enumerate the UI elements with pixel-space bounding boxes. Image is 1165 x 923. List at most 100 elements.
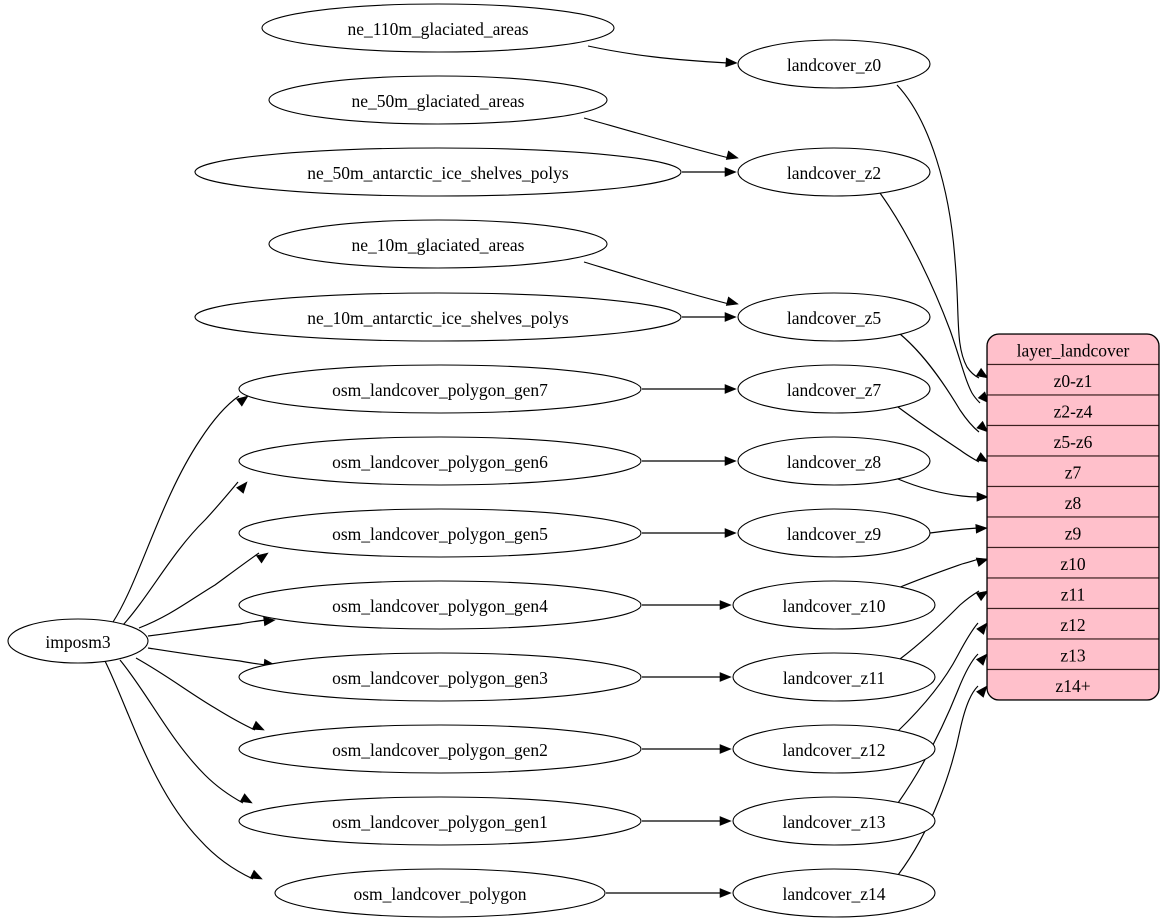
table-row-z13[interactable]: z13 [987, 638, 1159, 671]
node-shape[interactable] [261, 3, 615, 53]
table-row-bg [987, 485, 1159, 518]
node-landcover_z10[interactable]: landcover_z10 [732, 580, 936, 630]
node-osm_landcover_polygon_gen2[interactable]: osm_landcover_polygon_gen2 [238, 724, 642, 774]
edge-ne_50m_glaciated_areas-to-landcover_z2 [583, 117, 739, 160]
node-shape[interactable] [737, 508, 931, 558]
node-shape[interactable] [732, 724, 936, 774]
edge-line [879, 192, 981, 404]
node-shape[interactable] [238, 652, 642, 702]
node-landcover_z13[interactable]: landcover_z13 [732, 796, 936, 846]
node-ne_10m_antarctic_ice_shelves_polys[interactable]: ne_10m_antarctic_ice_shelves_polys [194, 292, 682, 342]
node-shape[interactable] [268, 75, 608, 125]
node-shape[interactable] [732, 652, 936, 702]
table-row-z8[interactable]: z8 [987, 485, 1159, 518]
node-landcover_z14[interactable]: landcover_z14 [732, 868, 936, 918]
node-shape[interactable] [737, 292, 931, 342]
edge-line [583, 117, 730, 159]
node-landcover_z7[interactable]: landcover_z7 [737, 364, 931, 414]
node-osm_landcover_polygon_gen3[interactable]: osm_landcover_polygon_gen3 [238, 652, 642, 702]
node-shape[interactable] [238, 580, 642, 630]
table-row-z11[interactable]: z11 [987, 577, 1159, 610]
node-shape[interactable] [732, 796, 936, 846]
node-shape[interactable] [194, 147, 682, 197]
node-landcover_z9[interactable]: landcover_z9 [737, 508, 931, 558]
node-ne_10m_glaciated_areas[interactable]: ne_10m_glaciated_areas [268, 219, 608, 269]
table-header-bg [987, 334, 1159, 366]
table-row-z10[interactable]: z10 [987, 546, 1159, 579]
table-row-z9[interactable]: z9 [987, 516, 1159, 549]
edge-ne_10m_glaciated_areas-to-landcover_z5 [583, 261, 739, 306]
arrow-head-icon [263, 616, 276, 627]
table-row-bg [987, 638, 1159, 671]
node-shape[interactable] [732, 580, 936, 630]
table-row-z0-z1[interactable]: z0-z1 [987, 363, 1159, 396]
node-shape[interactable] [737, 364, 931, 414]
arrow-head-icon [719, 744, 732, 754]
node-osm_landcover_polygon[interactable]: osm_landcover_polygon [274, 868, 606, 918]
edge-line [112, 395, 240, 623]
node-ne_50m_antarctic_ice_shelves_polys[interactable]: ne_50m_antarctic_ice_shelves_polys [194, 147, 682, 197]
edge-osm_landcover_polygon_gen2-to-landcover_z12 [641, 744, 732, 754]
node-shape[interactable] [737, 39, 931, 89]
arrow-head-icon [724, 528, 737, 538]
layer-landcover-table[interactable]: layer_landcoverz0-z1z2-z4z5-z6z7z8z9z10z… [986, 333, 1160, 701]
table-row-z5-z6[interactable]: z5-z6 [987, 424, 1159, 457]
edge-line [119, 659, 244, 804]
edge-landcover_z13-to-row_z13 [897, 653, 988, 804]
arrow-head-icon [724, 167, 737, 177]
node-landcover_z5[interactable]: landcover_z5 [737, 292, 931, 342]
node-shape[interactable] [7, 618, 149, 664]
arrow-head-icon [724, 456, 737, 466]
node-landcover_z2[interactable]: landcover_z2 [737, 147, 931, 197]
node-ne_110m_glaciated_areas[interactable]: ne_110m_glaciated_areas [261, 3, 615, 53]
node-osm_landcover_polygon_gen5[interactable]: osm_landcover_polygon_gen5 [238, 508, 642, 558]
arrow-head-icon [976, 420, 989, 433]
node-shape[interactable] [238, 436, 642, 486]
edge-imposm3-to-osm_landcover_polygon_gen4 [147, 616, 276, 637]
node-landcover_z0[interactable]: landcover_z0 [737, 39, 931, 89]
node-shape[interactable] [238, 724, 642, 774]
edge-line [897, 478, 980, 498]
node-osm_landcover_polygon_gen4[interactable]: osm_landcover_polygon_gen4 [238, 580, 642, 630]
edge-line [147, 647, 267, 666]
node-landcover_z8[interactable]: landcover_z8 [737, 436, 931, 486]
edge-imposm3-to-osm_landcover_polygon_gen3 [147, 647, 276, 669]
arrow-head-icon [255, 552, 269, 564]
node-osm_landcover_polygon_gen1[interactable]: osm_landcover_polygon_gen1 [238, 796, 642, 846]
edge-landcover_z12-to-row_z12 [897, 622, 988, 732]
edge-ne_50m_antarctic_ice_shelves_polys-to-landcover_z2 [681, 167, 737, 177]
node-shape[interactable] [238, 364, 642, 414]
edge-landcover_z10-to-row_z10 [897, 557, 989, 589]
node-shape[interactable] [274, 868, 606, 918]
arrow-head-icon [239, 793, 253, 804]
node-shape[interactable] [238, 796, 642, 846]
table-outline [986, 333, 1160, 701]
edge-landcover_z8-to-row_z8 [897, 478, 989, 502]
node-shape[interactable] [194, 292, 682, 342]
table-row-z12[interactable]: z12 [987, 607, 1159, 640]
node-shape[interactable] [238, 508, 642, 558]
node-landcover_z12[interactable]: landcover_z12 [732, 724, 936, 774]
table-row-z14+[interactable]: z14+ [987, 668, 1159, 701]
edge-ne_110m_glaciated_areas-to-landcover_z0 [587, 45, 738, 68]
node-shape[interactable] [732, 868, 936, 918]
node-ne_50m_glaciated_areas[interactable]: ne_50m_glaciated_areas [268, 75, 608, 125]
node-imposm3[interactable]: imposm3 [7, 618, 149, 664]
edge-line [897, 685, 979, 876]
edge-line [104, 660, 254, 880]
table-row-z2-z4[interactable]: z2-z4 [987, 394, 1159, 427]
edges-layer [104, 45, 990, 898]
node-shape[interactable] [737, 147, 931, 197]
table-header-cell[interactable]: layer_landcover [987, 334, 1159, 366]
arrow-head-icon [725, 57, 738, 68]
arrow-head-icon [719, 816, 732, 826]
node-osm_landcover_polygon_gen7[interactable]: osm_landcover_polygon_gen7 [238, 364, 642, 414]
table-row-z7[interactable]: z7 [987, 455, 1159, 488]
node-landcover_z11[interactable]: landcover_z11 [732, 652, 936, 702]
node-shape[interactable] [268, 219, 608, 269]
node-shape[interactable] [737, 436, 931, 486]
node-osm_landcover_polygon_gen6[interactable]: osm_landcover_polygon_gen6 [238, 436, 642, 486]
table-row-bg [987, 546, 1159, 579]
arrow-head-icon [975, 452, 989, 463]
edge-osm_landcover_polygon_gen1-to-landcover_z13 [642, 816, 732, 826]
